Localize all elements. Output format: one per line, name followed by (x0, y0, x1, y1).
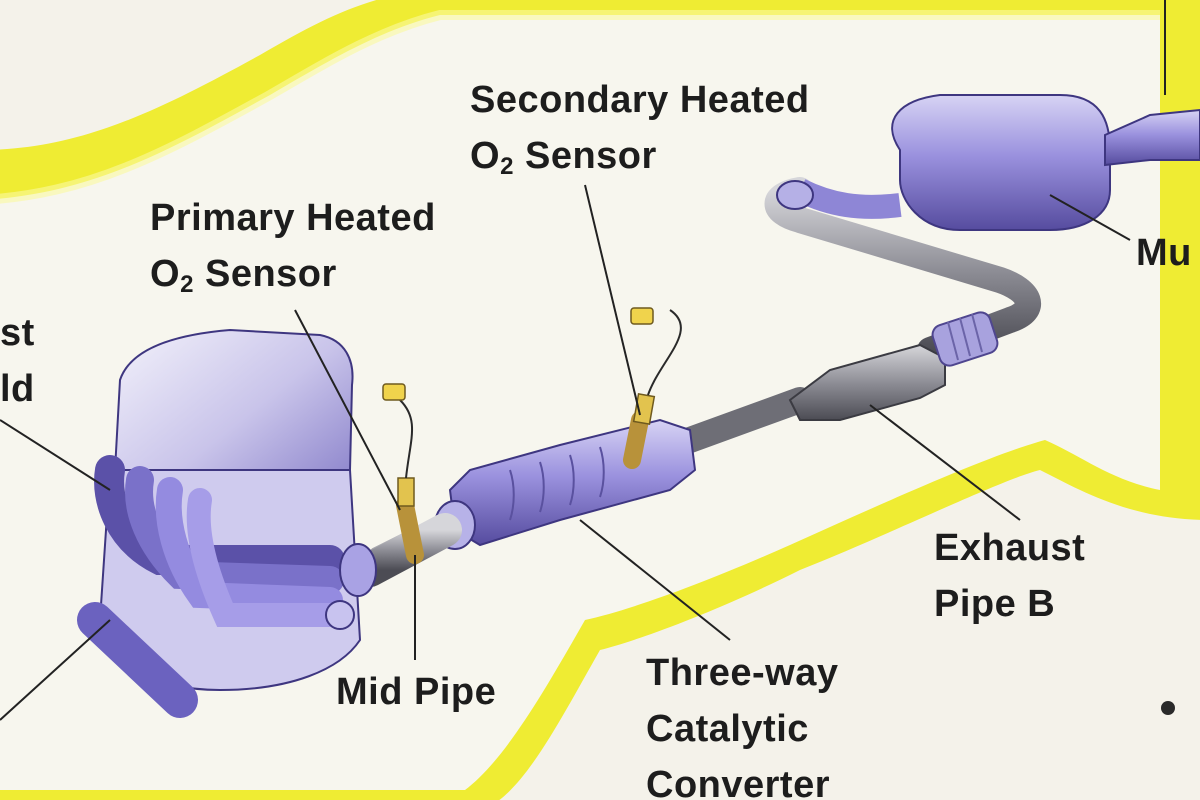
label-secondary-heated-o2-sensor: Secondary Heated O2 Sensor (470, 72, 810, 184)
o2-o: O (470, 135, 501, 177)
leader-primary-sensor (294, 309, 401, 511)
leader-catalytic-converter (579, 519, 731, 641)
exhaust-pipe-b-segment (677, 387, 813, 453)
flex-joint-mesh (947, 313, 983, 361)
reference-dot (1161, 701, 1175, 715)
label-converter-line2: Catalytic (646, 708, 809, 750)
o2-o: O (150, 253, 181, 295)
leader-secondary-sensor (584, 184, 641, 416)
sensor-word: Sensor (513, 135, 657, 177)
tail-pipe (1104, 108, 1200, 167)
label-exhaust-manifold-partial: st ld (0, 305, 35, 417)
muffler (891, 94, 1111, 231)
label-primary-heated-o2-sensor: Primary Heated O2 Sensor (150, 190, 436, 302)
exhaust-manifold (94, 455, 345, 627)
label-manifold-line2: ld (0, 368, 35, 410)
leader-exhaust-pipe-b (869, 404, 1021, 521)
label-converter-line3: Converter (646, 764, 830, 800)
secondary-o2-sensor (623, 307, 682, 469)
manifold-outlet (77, 602, 198, 718)
label-mid-pipe: Mid Pipe (336, 671, 497, 713)
resonator (788, 343, 946, 421)
label-exhaust-line2: Pipe B (934, 583, 1056, 625)
label-primary-line1: Primary Heated (150, 197, 436, 239)
sensor-word: Sensor (193, 253, 337, 295)
label-converter-line1: Three-way (646, 652, 839, 694)
rear-flange (776, 180, 814, 210)
label-exhaust-pipe-b: Exhaust Pipe B (934, 520, 1085, 632)
leader-lines (0, 0, 1166, 721)
leader-manifold-lower (0, 619, 111, 721)
engine-flange (339, 543, 377, 597)
label-secondary-line1: Secondary Heated (470, 79, 810, 121)
o2-subscript: 2 (180, 271, 194, 298)
label-primary-line2: O2 Sensor (150, 246, 436, 302)
label-secondary-line2: O2 Sensor (470, 128, 810, 184)
car-glow-edge (0, 10, 1160, 204)
o2-subscript: 2 (500, 153, 514, 180)
label-manifold-line1: st (0, 312, 35, 354)
leader-muffler (1049, 194, 1131, 241)
label-three-way-catalytic-converter: Three-way Catalytic Converter (646, 645, 838, 800)
leader-manifold (0, 419, 111, 491)
engine-pulley (325, 600, 355, 630)
primary-o2-sensor (382, 383, 424, 564)
converter-ribs (509, 446, 605, 521)
label-muffler-partial: Mu (1136, 232, 1192, 274)
label-exhaust-line1: Exhaust (934, 527, 1086, 569)
